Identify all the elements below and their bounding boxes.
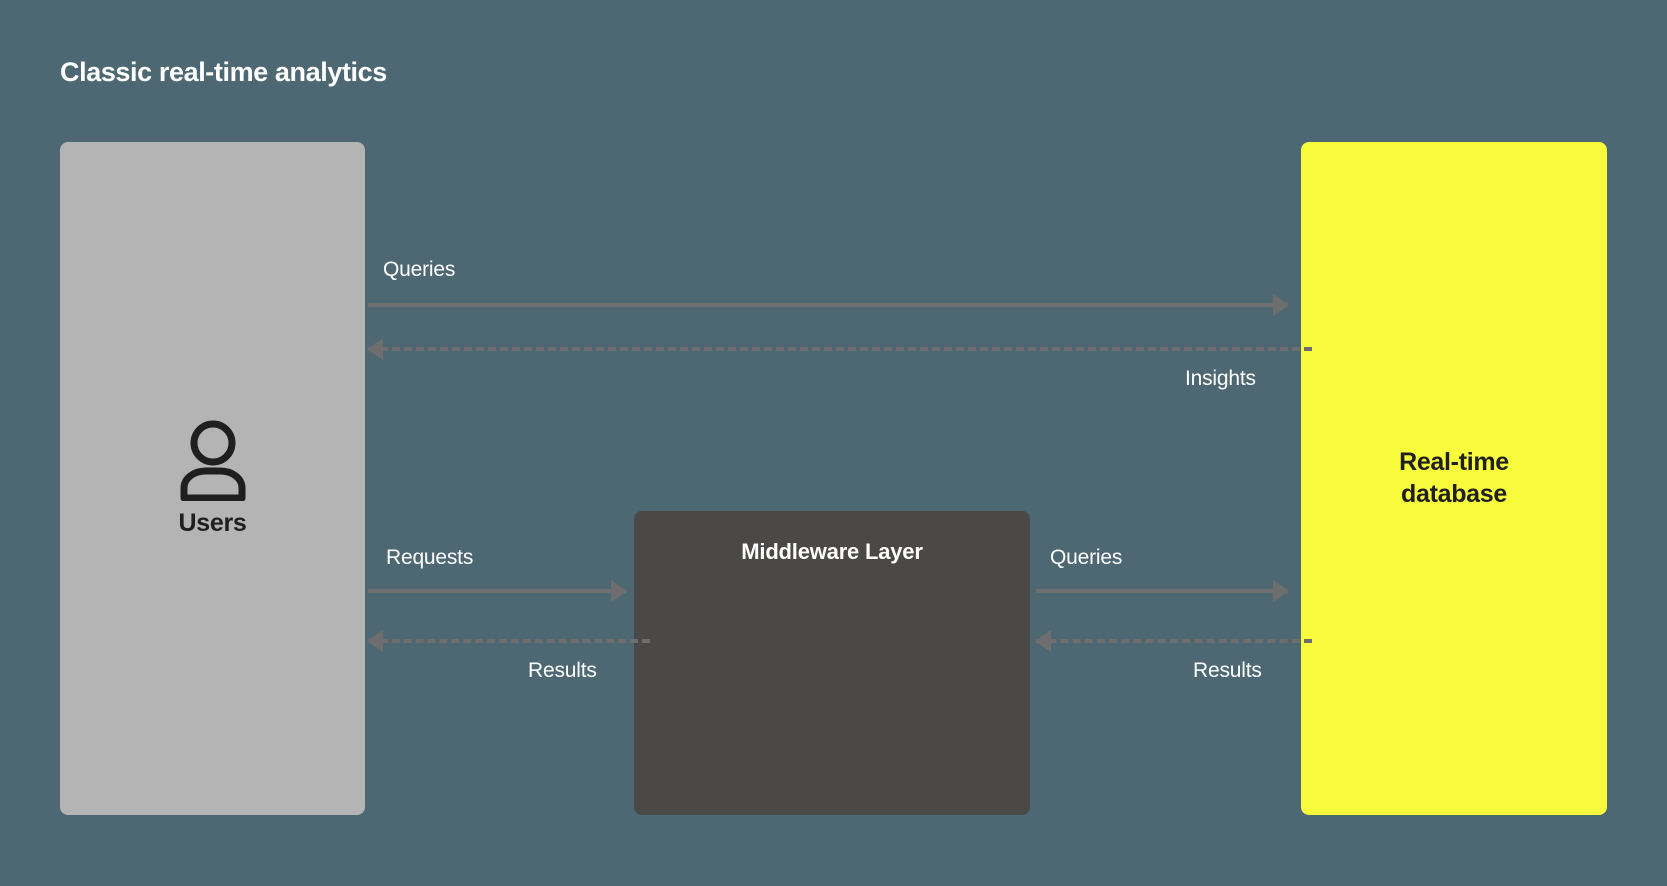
connector-label-results-right: Results: [1193, 659, 1262, 682]
connector-insights-database-to-users: [367, 338, 1312, 360]
connector-label-queries-top: Queries: [383, 258, 456, 281]
connector-queries-middleware-to-database: [1036, 580, 1289, 602]
connector-line-dashed: [1036, 639, 1312, 643]
connector-label-queries-mid: Queries: [1050, 546, 1123, 569]
connector-label-requests: Requests: [386, 546, 474, 569]
connector-line-dashed: [368, 639, 650, 643]
node-real-time-database[interactable]: Real-time database: [1301, 142, 1607, 815]
node-middleware-label: Middleware Layer: [741, 539, 923, 564]
connector-label-results-left: Results: [528, 659, 597, 682]
connector-queries-users-to-database: [368, 294, 1289, 316]
arrowhead-right-icon: [1273, 580, 1289, 602]
connector-results-database-to-middleware: [1035, 630, 1312, 652]
node-middleware[interactable]: Middleware Layer: [634, 511, 1030, 815]
connector-line: [368, 303, 1288, 307]
arrowhead-left-icon: [367, 630, 383, 652]
user-icon: [176, 419, 250, 501]
arrowhead-right-icon: [1273, 294, 1289, 316]
node-database-label-line1: Real-time: [1399, 448, 1509, 477]
connector-requests-users-to-middleware: [368, 580, 627, 602]
connector-line-dashed: [368, 347, 1312, 351]
arrowhead-right-icon: [611, 580, 627, 602]
page-title: Classic real-time analytics: [60, 57, 387, 87]
connector-results-middleware-to-users: [367, 630, 650, 652]
node-database-label-line2: database: [1401, 479, 1507, 508]
connector-label-insights: Insights: [1185, 367, 1256, 390]
connector-line: [368, 589, 626, 593]
node-users[interactable]: Users: [60, 142, 365, 815]
connector-line: [1036, 589, 1288, 593]
arrowhead-left-icon: [367, 338, 383, 360]
arrowhead-left-icon: [1035, 630, 1051, 652]
node-users-label: Users: [178, 509, 247, 537]
node-database-label: Real-time database: [1399, 447, 1509, 510]
